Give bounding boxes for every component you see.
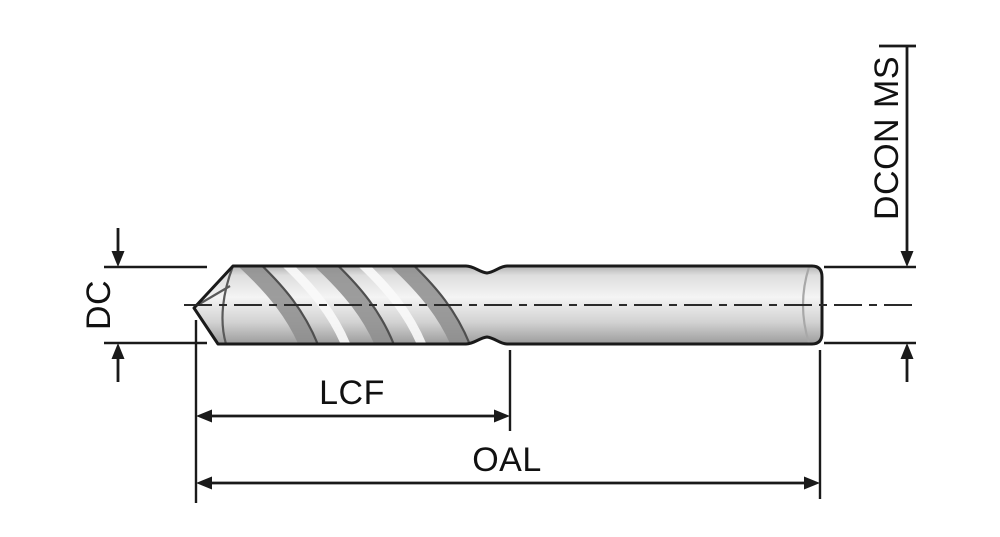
chisel-edge bbox=[195, 285, 231, 307]
dc-dimension: DC bbox=[80, 228, 207, 382]
dc-label: DC bbox=[80, 280, 118, 330]
dcon-arrow-up bbox=[900, 343, 914, 359]
lcf-arrow-left bbox=[196, 409, 212, 423]
oal-label: OAL bbox=[472, 441, 542, 479]
lcf-dimension: LCF bbox=[194, 320, 512, 503]
dc-arrow-down bbox=[111, 251, 125, 267]
oal-arrow-left bbox=[196, 476, 212, 490]
dcon-dimension: DCON MS bbox=[824, 44, 916, 382]
dc-arrow-up bbox=[111, 343, 125, 359]
drill-bit bbox=[192, 264, 824, 346]
oal-dimension: OAL bbox=[196, 350, 822, 499]
dcon-label: DCON MS bbox=[868, 56, 906, 220]
oal-arrow-right bbox=[804, 476, 820, 490]
dcon-arrow-down bbox=[900, 251, 914, 267]
lcf-arrow-right bbox=[494, 409, 510, 423]
lcf-label: LCF bbox=[319, 374, 385, 412]
